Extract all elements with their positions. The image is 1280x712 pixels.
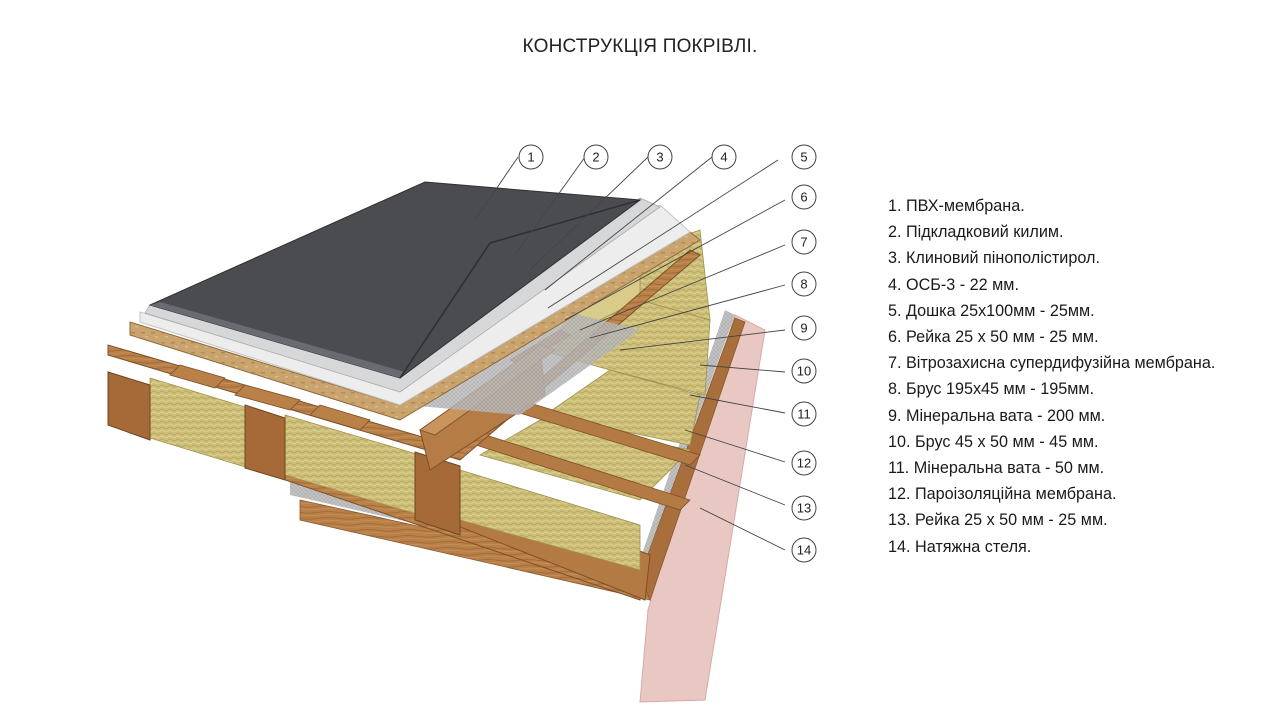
legend-item-6: 6. Рейка 25 х 50 мм - 25 мм. — [888, 328, 1099, 347]
legend-item-3: 3. Клиновий пінополістирол. — [888, 249, 1100, 268]
legend-item-8: 8. Брус 195х45 мм - 195мм. — [888, 380, 1094, 399]
callout-circle-10 — [791, 358, 817, 384]
cross-bar-1 — [169, 364, 226, 389]
callout-circle-7 — [791, 229, 817, 255]
cross-bar-2 — [234, 384, 301, 411]
callout-circle-1 — [518, 144, 544, 170]
callout-circle-11 — [791, 401, 817, 427]
callout-number-3: 3 — [656, 150, 663, 165]
callout-circle-12 — [791, 450, 817, 476]
callout-number-8: 8 — [800, 277, 807, 292]
callout-number-5: 5 — [800, 150, 807, 165]
cross-bar-3 — [309, 404, 371, 431]
layer-3-eps — [139, 204, 691, 406]
callout-circle-6 — [791, 184, 817, 210]
legend-item-5: 5. Дошка 25х100мм - 25мм. — [888, 301, 1095, 320]
callout-number-12: 12 — [797, 456, 811, 471]
pvc-seam — [489, 199, 641, 244]
callout-circle-14 — [791, 537, 817, 563]
pvc-membrane-highlight — [150, 302, 405, 378]
callout-circle-5 — [791, 144, 817, 170]
legend-item-12: 12. Пароізоляційна мембрана. — [888, 485, 1117, 504]
callout-number-4: 4 — [720, 150, 727, 165]
pvc-seam-2 — [399, 242, 491, 379]
post-2 — [244, 404, 286, 481]
legend-item-14: 14. Натяжна стеля. — [888, 537, 1032, 556]
callout-number-13: 13 — [797, 501, 811, 516]
post-left — [107, 371, 151, 441]
layer-legend: 1. ПВХ-мембрана. 2. Підкладковий килим. … — [888, 193, 1215, 560]
callout-circle-13 — [791, 495, 817, 521]
legend-item-13: 13. Рейка 25 х 50 мм - 25 мм. — [888, 511, 1108, 530]
callout-number-2: 2 — [592, 150, 599, 165]
callout-circle-4 — [711, 144, 737, 170]
legend-item-4: 4. ОСБ-3 - 22 мм. — [888, 275, 1019, 294]
legend-item-2: 2. Підкладковий килим. — [888, 223, 1064, 242]
legend-item-1: 1. ПВХ-мембрана. — [888, 197, 1025, 215]
callout-circle-3 — [647, 144, 673, 170]
callout-number-6: 6 — [800, 190, 807, 205]
callout-number-7: 7 — [800, 235, 807, 250]
legend-item-10: 10. Брус 45 х 50 мм - 45 мм. — [888, 432, 1099, 451]
post-3 — [414, 451, 461, 536]
wool-block-50mm — [544, 369, 701, 446]
callout-number-11: 11 — [797, 407, 811, 422]
callout-circle-9 — [791, 315, 817, 341]
callout-number-10: 10 — [797, 364, 811, 379]
callout-number-9: 9 — [800, 321, 807, 336]
legend-item-9: 9. Мінеральна вата - 200 мм. — [888, 406, 1106, 425]
callout-leaders — [474, 156, 786, 551]
diagram-title: КОНСТРУКЦІЯ ПОКРІВЛІ. — [522, 36, 758, 57]
legend-item-11: 11. Мінеральна вата - 50 мм. — [888, 459, 1105, 478]
callout-number-14: 14 — [797, 543, 811, 558]
callout-number-1: 1 — [527, 150, 534, 165]
callout-circle-2 — [583, 144, 609, 170]
legend-item-7: 7. Вітрозахисна супердифузійна мембрана. — [888, 354, 1216, 373]
callout-circle-8 — [791, 271, 817, 297]
